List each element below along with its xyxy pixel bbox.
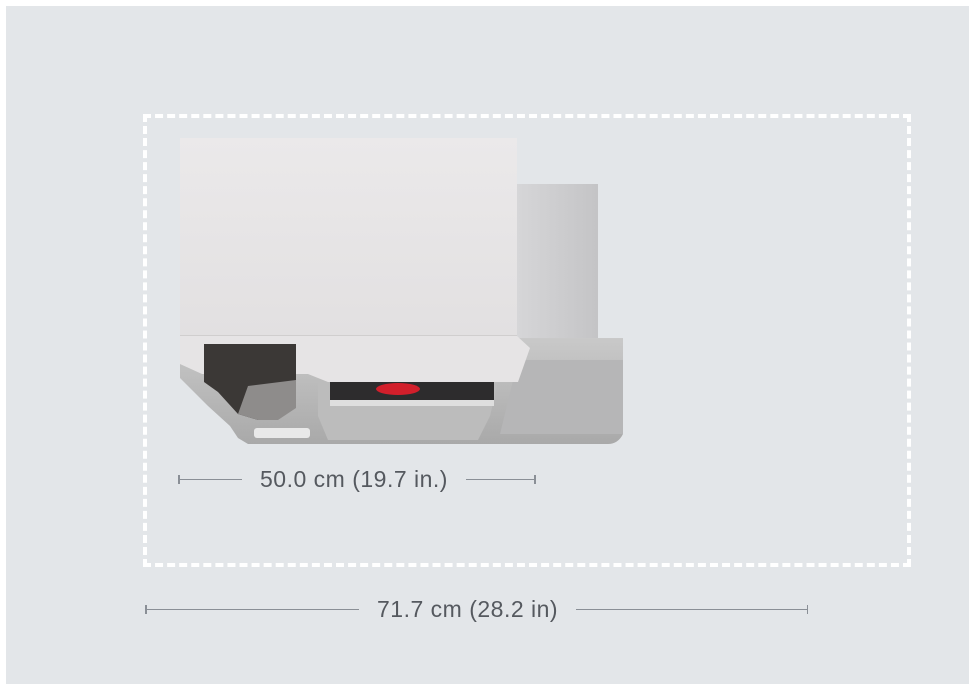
width-dimension-line-left: [178, 475, 242, 483]
printer-lid: [180, 138, 517, 336]
depth-dimension-line-left: [145, 605, 359, 613]
printer-top-view-illustration: [180, 138, 623, 444]
depth-dimension: 71.7 cm (28.2 in): [145, 596, 913, 623]
depth-dimension-line-right: [576, 605, 809, 613]
depth-dimension-label: 71.7 cm (28.2 in): [377, 596, 559, 622]
printer-side-module: [516, 184, 598, 360]
width-dimension-line-right: [465, 475, 536, 483]
width-dimension: 50.0 cm (19.7 in.): [178, 466, 623, 493]
control-panel-accent: [376, 383, 420, 395]
footprint-dashed-outline: [143, 114, 911, 567]
printer-base-right-panel: [500, 360, 623, 434]
width-dimension-label: 50.0 cm (19.7 in.): [260, 466, 448, 492]
